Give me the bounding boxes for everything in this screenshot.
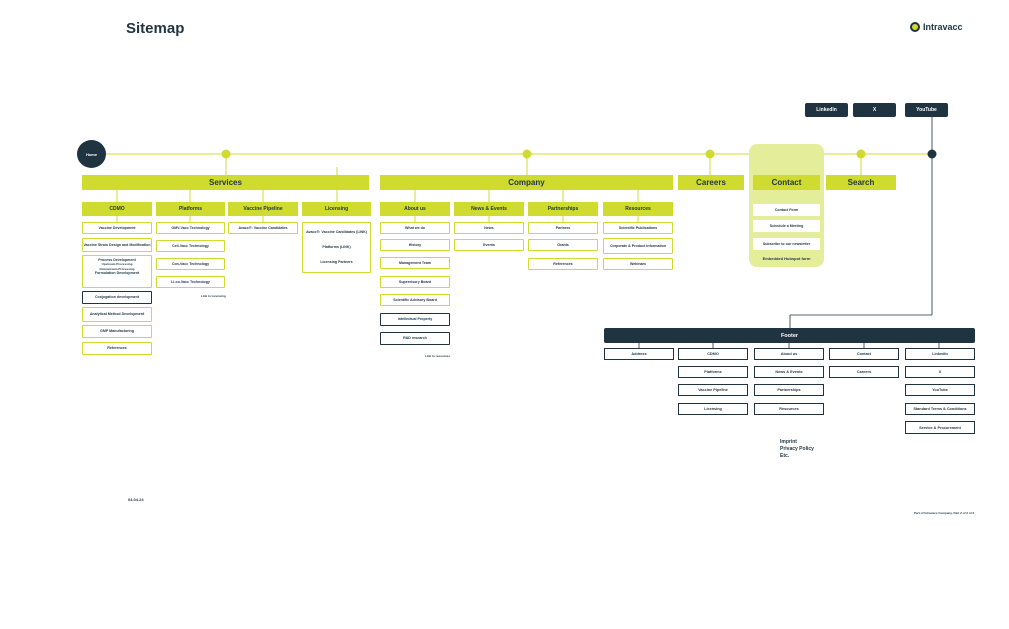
footer-careers[interactable]: Careers <box>829 366 899 378</box>
section-search[interactable]: Search <box>826 175 896 190</box>
page-title: Sitemap <box>126 20 185 37</box>
footer-address[interactable]: Address <box>604 348 674 360</box>
footer-news-events[interactable]: News & Events <box>754 366 824 378</box>
footer-youtube[interactable]: YouTube <box>905 384 975 396</box>
embedded-hubspot-form: Embedded Hubspot form <box>762 256 811 261</box>
page-conjugation-development[interactable]: Conjugation development <box>82 291 152 304</box>
page-con-vacc[interactable]: Con-Vacc Technology <box>156 258 225 270</box>
footer-cdmo[interactable]: CDMO <box>678 348 748 360</box>
footer-about-us[interactable]: About us <box>754 348 824 360</box>
page-lico-vacc[interactable]: Li-co-Vacc Technology <box>156 276 225 288</box>
upstream-processing-label[interactable]: Upstream Processing <box>101 262 133 267</box>
section-contact[interactable]: Contact <box>753 175 820 190</box>
page-rd-research[interactable]: R&D research <box>380 332 450 345</box>
page-management-team[interactable]: Management Team <box>380 257 450 269</box>
footer-linkedin[interactable]: LinkedIn <box>905 348 975 360</box>
page-what-we-do[interactable]: What we do <box>380 222 450 234</box>
document-date: 04.04.24 <box>128 497 144 502</box>
formulation-development-label[interactable]: Formulation Development <box>94 270 140 275</box>
footer-licensing[interactable]: Licensing <box>678 403 748 415</box>
licensing-group: Avacc®: Vaccine Candidates (LINK) Platfo… <box>302 222 371 273</box>
subsection-vaccine-pipeline[interactable]: Vaccine Pipeline <box>228 202 298 216</box>
page-vaccine-strain-design[interactable]: Vaccine Strain Design and Modification <box>82 238 152 252</box>
subsection-licensing[interactable]: Licensing <box>302 202 371 216</box>
social-linkedin-button[interactable]: LinkedIn <box>805 103 848 117</box>
page-corporate-product-info[interactable]: Corporate & Product Information <box>603 238 673 254</box>
page-partnership-references[interactable]: References <box>528 258 598 270</box>
page-supervisory-board[interactable]: Supervisory Board <box>380 276 450 288</box>
subsection-about-us[interactable]: About us <box>380 202 450 216</box>
home-node[interactable]: Home <box>77 140 106 168</box>
page-history[interactable]: History <box>380 239 450 251</box>
footer-header: Footer <box>604 328 975 343</box>
social-youtube-button[interactable]: YouTube <box>905 103 948 117</box>
process-development-label: Process Development <box>98 258 136 262</box>
logo-text: Intravacc <box>923 22 963 32</box>
footer-imprint[interactable]: Imprint <box>780 439 797 445</box>
page-intellectual-property[interactable]: Intellectual Property <box>380 313 450 326</box>
footer-service-procurement[interactable]: Service & Procurement <box>905 421 975 434</box>
page-partners[interactable]: Partners <box>528 222 598 234</box>
page-process-development[interactable]: Process Development Upstream Processing … <box>82 255 152 288</box>
page-webinars[interactable]: Webinars <box>603 258 673 270</box>
footer-resources[interactable]: Resources <box>754 403 824 415</box>
subsection-platforms[interactable]: Platforms <box>156 202 225 216</box>
section-services[interactable]: Services <box>82 175 369 190</box>
licensing-partners[interactable]: Licensing Partners <box>320 260 353 265</box>
page-contact-form[interactable]: Contact Form <box>753 204 820 216</box>
intravacc-logo-icon <box>910 22 920 32</box>
footer-partnerships[interactable]: Partnerships <box>754 384 824 396</box>
page-scientific-advisory-board[interactable]: Scientific Advisory Board <box>380 294 450 306</box>
subsection-cdmo[interactable]: CDMO <box>82 202 152 216</box>
footer-legal-links: Imprint Privacy Policy Etc. <box>780 439 814 459</box>
page-avacc-candidates[interactable]: Avacc®: Vaccine Candidates <box>228 222 298 234</box>
page-vaccine-development[interactable]: Vaccine Development <box>82 222 152 234</box>
page-schedule-meeting[interactable]: Schedule a Meeting <box>753 220 820 232</box>
page-gmp-manufacturing[interactable]: GMP Manufacturing <box>82 325 152 338</box>
footer-privacy-policy[interactable]: Privacy Policy <box>780 445 814 452</box>
footer-vaccine-pipeline[interactable]: Vaccine Pipeline <box>678 384 748 396</box>
page-subscribe-newsletter[interactable]: Subscribe to our newsletter <box>753 238 820 250</box>
document-footnote: Part of Intravacc Company, Part 2 of 2 o… <box>914 511 975 515</box>
subsection-partnerships[interactable]: Partnerships <box>528 202 598 216</box>
subsection-resources[interactable]: Resources <box>603 202 673 216</box>
page-cell-vacc[interactable]: Cell-Vacc Technology <box>156 240 225 252</box>
logo: Intravacc <box>910 22 963 32</box>
footer-standard-terms[interactable]: Standard Terms & Conditions <box>905 403 975 415</box>
footer-etc: Etc. <box>780 452 790 459</box>
footer-contact[interactable]: Contact <box>829 348 899 360</box>
subsection-news-events[interactable]: News & Events <box>454 202 524 216</box>
footer-platforms[interactable]: Platforms <box>678 366 748 378</box>
note-link-to-licensing: Link to Licensing <box>201 294 226 298</box>
page-omv-vacc[interactable]: OMV-Vacc Technology <box>156 222 225 234</box>
page-scientific-publications[interactable]: Scientific Publications <box>603 222 673 234</box>
page-events[interactable]: Events <box>454 239 524 251</box>
page-analytical-method[interactable]: Analytical Method Development <box>82 307 152 322</box>
footer-x[interactable]: X <box>905 366 975 378</box>
social-x-button[interactable]: X <box>853 103 896 117</box>
page-grants[interactable]: Grants <box>528 239 598 251</box>
licensing-avacc-link[interactable]: Avacc®: Vaccine Candidates (LINK) <box>306 230 367 235</box>
downstream-processing-label[interactable]: Downstream Processing <box>99 266 135 271</box>
note-link-to-resources: Link to resources <box>425 354 451 358</box>
page-cdmo-references[interactable]: References <box>82 342 152 355</box>
licensing-platforms-link[interactable]: Platforms (LINK) <box>322 245 351 250</box>
page-news[interactable]: News <box>454 222 524 234</box>
section-company[interactable]: Company <box>380 175 673 190</box>
section-careers[interactable]: Careers <box>678 175 744 190</box>
